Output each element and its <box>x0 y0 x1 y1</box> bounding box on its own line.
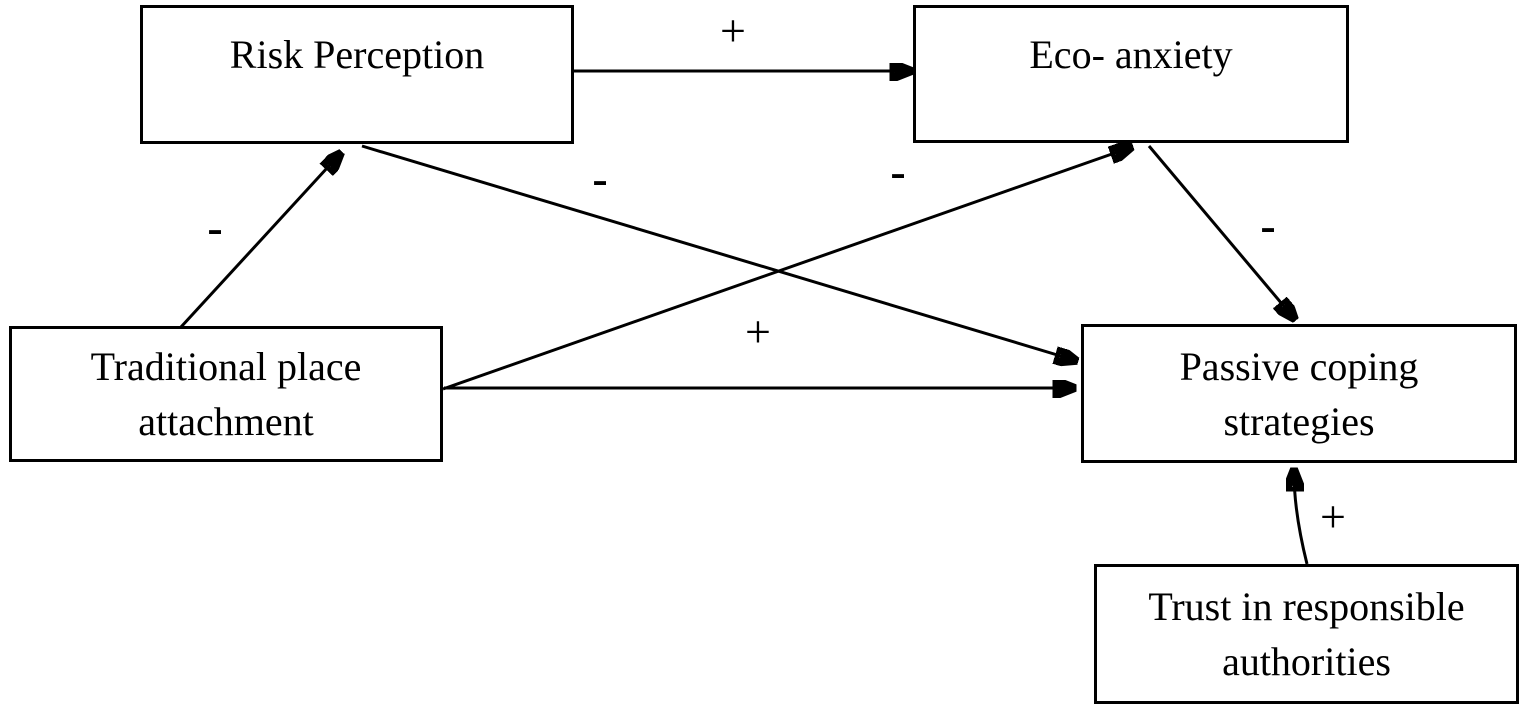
edge-sign-traditional-to-passive: + <box>745 306 771 357</box>
arrow-traditional-to-eco <box>442 148 1129 391</box>
node-eco-anxiety-label: Eco- anxiety <box>1029 32 1233 77</box>
edge-sign-eco-to-passive: - <box>1260 200 1276 251</box>
node-traditional-place-attachment: Traditional place attachment <box>9 326 443 462</box>
arrow-trust-to-passive <box>1294 472 1309 565</box>
node-eco-anxiety: Eco- anxiety <box>913 5 1349 143</box>
edge-sign-trust-to-passive: + <box>1320 491 1346 542</box>
node-traditional-place-attachment-label: Traditional place attachment <box>90 344 362 444</box>
arrow-risk-to-passive <box>361 144 1074 360</box>
arrow-traditional-to-risk <box>179 155 339 329</box>
node-risk-perception-label: Risk Perception <box>229 32 485 77</box>
node-passive-coping-strategies: Passive coping strategies <box>1081 324 1517 463</box>
node-trust-in-responsible-authorities-label: Trust in responsible authorities <box>1148 584 1465 684</box>
edge-sign-traditional-to-eco: - <box>890 146 906 197</box>
edge-sign-traditional-to-risk: - <box>207 202 223 253</box>
arrow-eco-to-passive <box>1147 145 1293 317</box>
edge-sign-risk-to-passive: - <box>592 153 608 204</box>
node-trust-in-responsible-authorities: Trust in responsible authorities <box>1094 564 1519 704</box>
node-passive-coping-strategies-label: Passive coping strategies <box>1179 343 1419 444</box>
node-risk-perception: Risk Perception <box>140 5 574 144</box>
edge-sign-risk-to-eco: + <box>720 5 746 56</box>
